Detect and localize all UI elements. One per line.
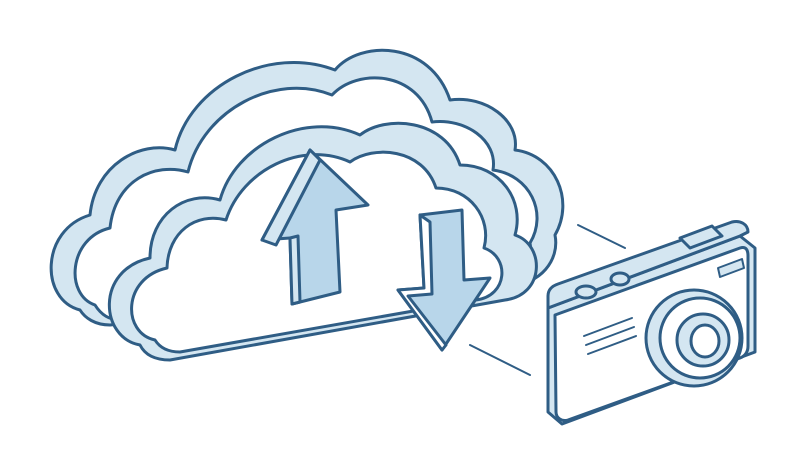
camera-icon xyxy=(546,220,757,426)
connection-line xyxy=(469,224,626,376)
download-arrow-icon xyxy=(396,208,492,352)
upload-arrow-icon xyxy=(260,148,370,306)
camera-lens-icon xyxy=(644,288,744,388)
